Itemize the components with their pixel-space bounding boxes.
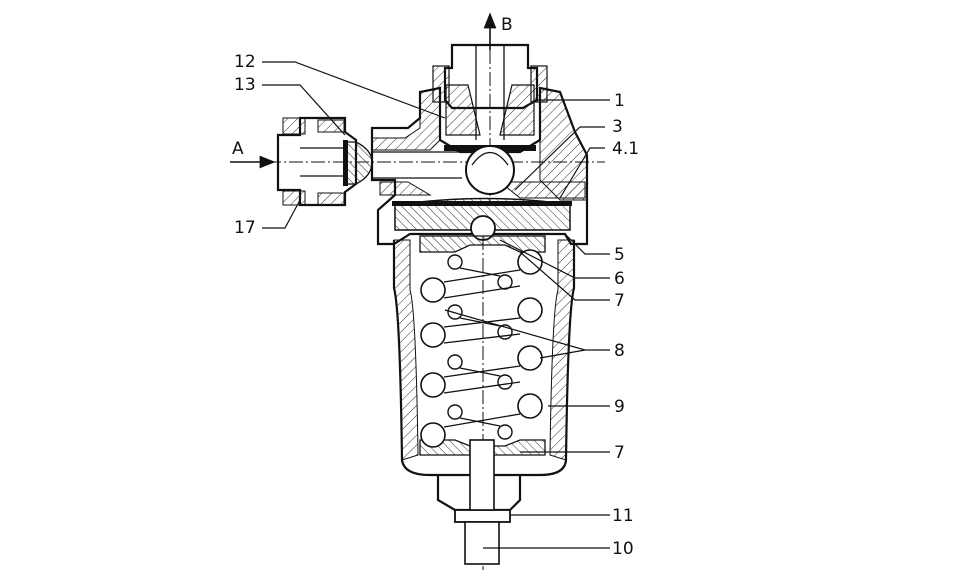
adjusting-screw [436,439,522,565]
valve-body [245,86,605,246]
callout-3: 3 [612,117,623,137]
outer-spring-coils-right [517,249,543,419]
callout-5: 5 [614,245,625,265]
diaphragm-plate [392,197,572,241]
callout-numbers: 12 13 17 1 3 4.1 5 6 7 8 9 7 11 10 [234,52,639,559]
callout-13: 13 [234,75,256,95]
inner-spring-coils [447,254,513,440]
inlet-label-a: A [232,139,244,159]
callout-1: 1 [614,91,625,111]
callout-12: 12 [234,52,256,72]
outer-spring-coils-left [420,277,446,448]
callout-10: 10 [612,539,634,559]
callout-9: 9 [614,397,625,417]
spring-housing [392,235,576,570]
callout-7-top: 7 [614,291,625,311]
springs [420,249,543,448]
callout-8: 8 [614,341,625,361]
callout-11: 11 [612,506,634,526]
outlet-label-b: B [501,15,513,35]
callout-4-1: 4.1 [612,139,639,159]
callout-7-bottom: 7 [614,443,625,463]
callout-17: 17 [234,218,256,238]
valve-ball [465,145,515,195]
leader-lines [262,61,610,549]
callout-6: 6 [614,269,625,289]
outlet-fitting [432,28,548,205]
